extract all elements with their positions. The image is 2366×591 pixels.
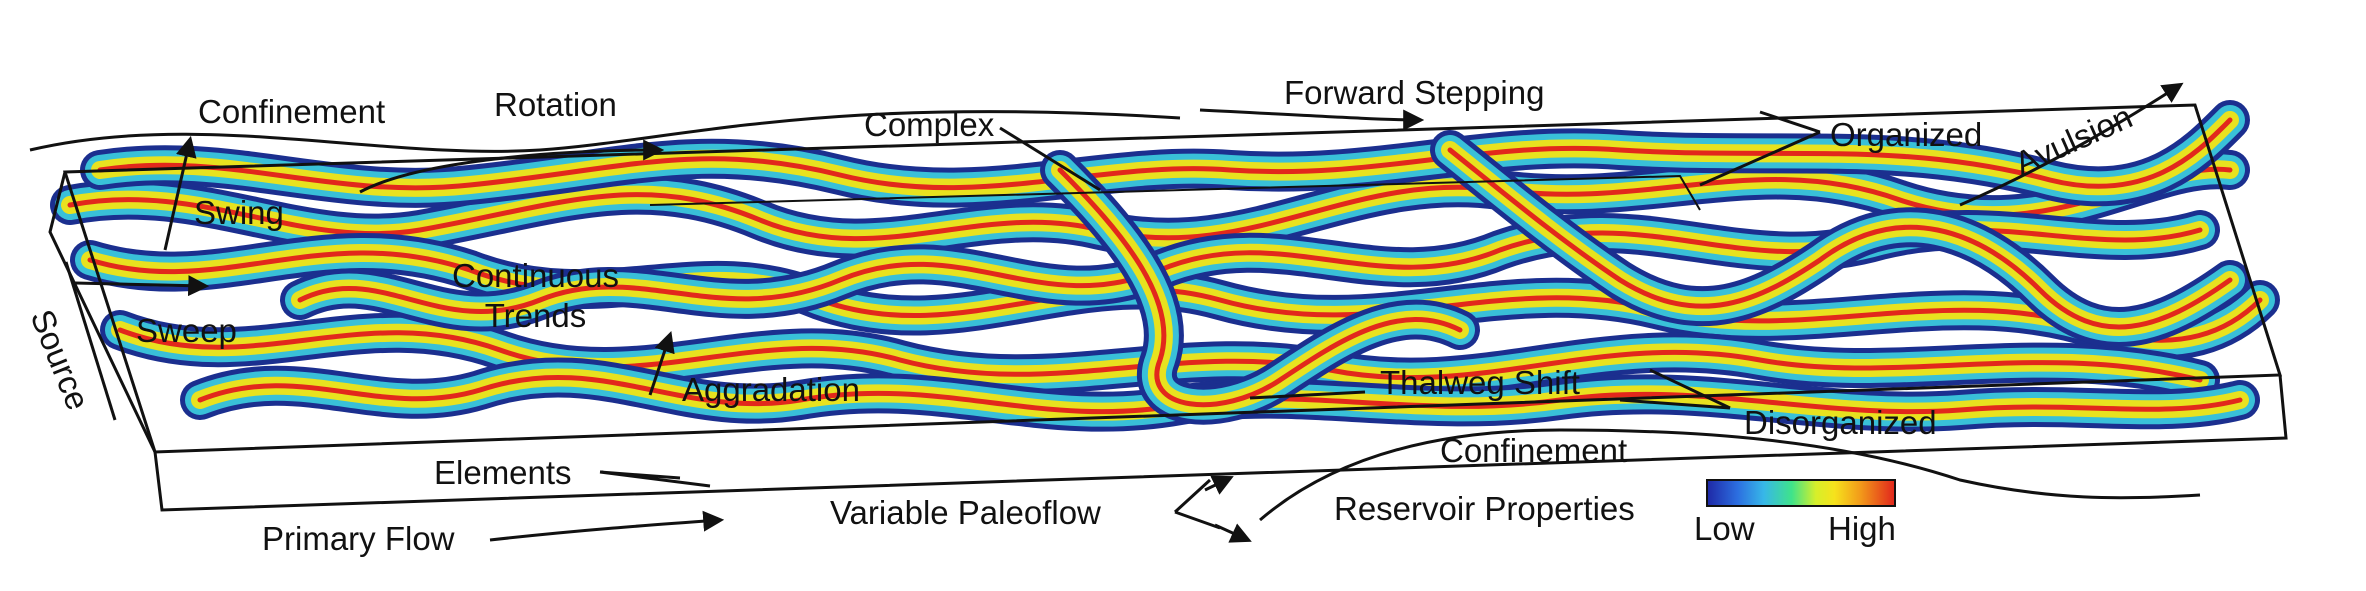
avulsion-arrow bbox=[1959, 82, 2184, 207]
label-continuous-trends: Continuous Trends bbox=[452, 256, 619, 335]
label-variable-paleoflow: Variable Paleoflow bbox=[830, 494, 1101, 531]
label-swing: Swing bbox=[194, 194, 284, 231]
confinement-arrow bbox=[163, 135, 197, 251]
reservoir-properties-colorbar bbox=[1706, 479, 1896, 507]
channel-belt bbox=[80, 100, 2250, 208]
channel-ribbon-layer bbox=[117, 327, 2203, 383]
channel-ribbon-layer bbox=[87, 250, 2263, 343]
rotation-curve-arrow bbox=[359, 139, 665, 194]
label-elements: Elements bbox=[434, 454, 572, 491]
channel-ribbon-layer bbox=[1057, 167, 1463, 408]
annotation-lines bbox=[29, 82, 2201, 543]
aggradation-arrow bbox=[648, 331, 675, 396]
primary-flow-arrow bbox=[489, 510, 725, 542]
label-continuous: Continuous bbox=[452, 257, 619, 294]
label-confinement-bottom: Confinement bbox=[1440, 432, 1628, 469]
model-box-outline bbox=[48, 103, 2288, 512]
elements-leader bbox=[599, 470, 711, 488]
channel-belt bbox=[100, 310, 2220, 400]
organized-leader bbox=[1699, 110, 1821, 187]
thalweg-leader bbox=[1249, 390, 1366, 400]
label-thalweg-shift: Thalweg Shift bbox=[1380, 364, 1580, 401]
label-confinement-top: Confinement bbox=[198, 93, 386, 130]
sweep-arrow bbox=[74, 275, 210, 297]
label-trends: Trends bbox=[484, 296, 587, 334]
channel-belt bbox=[1430, 130, 2250, 347]
channel-belts bbox=[50, 100, 2280, 432]
label-aggradation: Aggradation bbox=[682, 371, 860, 408]
box-bottom-edge bbox=[153, 374, 2288, 512]
label-sweep: Sweep bbox=[136, 312, 237, 349]
label-complex: Complex bbox=[864, 106, 995, 143]
legend-low-label: Low bbox=[1694, 510, 1755, 547]
box-inner-line bbox=[649, 174, 1701, 211]
confinement-top-curve bbox=[29, 110, 1181, 153]
paleoflow-arrow-up bbox=[1204, 475, 1234, 495]
label-rotation: Rotation bbox=[494, 86, 617, 123]
forward-stepping-arrow bbox=[1199, 108, 1425, 131]
box-left-edge bbox=[48, 171, 157, 453]
label-reservoir-properties: Reservoir Properties bbox=[1334, 490, 1635, 527]
source-line bbox=[64, 261, 117, 421]
paleoflow-arrow-down bbox=[1214, 523, 1252, 543]
channel-ribbon-layer bbox=[1447, 147, 2233, 330]
channel-belt bbox=[70, 233, 2280, 361]
label-primary-flow: Primary Flow bbox=[262, 520, 455, 557]
channel-belt bbox=[1040, 150, 1480, 425]
channel-ribbon-layer bbox=[97, 117, 2233, 191]
disorganized-leader bbox=[1619, 368, 1731, 410]
confinement-bottom-curve bbox=[1259, 428, 2201, 522]
label-organized: Organized bbox=[1830, 116, 1983, 153]
complex-leader bbox=[999, 126, 1101, 192]
label-forward-stepping: Forward Stepping bbox=[1284, 74, 1545, 111]
legend-high-label: High bbox=[1828, 510, 1896, 547]
paleoflow-leader bbox=[1173, 478, 1221, 530]
label-disorganized: Disorganized bbox=[1744, 404, 1937, 441]
